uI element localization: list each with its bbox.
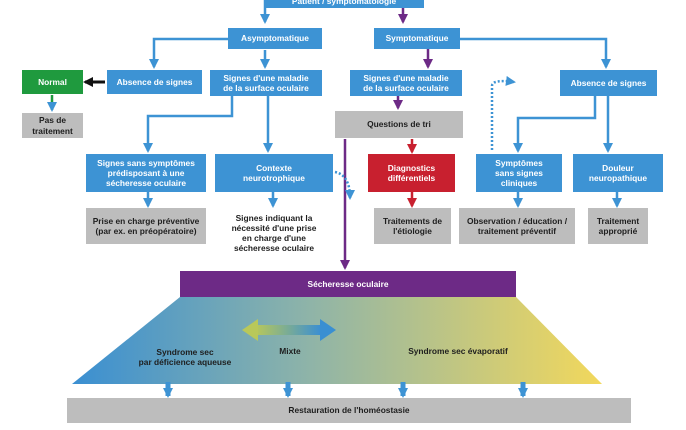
node-prise-en-charge-preventive: Prise en charge préventive (par ex. en p… bbox=[86, 208, 206, 244]
node-contexte-neurotrophique: Contexte neurotrophique bbox=[215, 154, 333, 192]
node-absence-signes-droite: Absence de signes bbox=[560, 70, 657, 96]
arrow-asym-absence bbox=[149, 37, 228, 69]
node-secheresse-oculaire: Sécheresse oculaire bbox=[180, 271, 516, 297]
node-asymptomatique: Asymptomatique bbox=[228, 28, 322, 49]
node-signes-necessite-prise-en-charge: Signes indiquant la nécessité d'une pris… bbox=[231, 212, 317, 254]
dry-eye-spectrum-band bbox=[72, 297, 602, 384]
node-pas-de-traitement: Pas de traitement bbox=[22, 113, 83, 138]
node-signes-sans-symptomes: Signes sans symptômes prédisposant à une… bbox=[86, 154, 206, 192]
node-symptomatique: Symptomatique bbox=[374, 28, 460, 49]
label-syndrome-deficience-aqueuse: Syndrome sec par déficience aqueuse bbox=[138, 346, 232, 367]
arrow-sym-absence bbox=[460, 37, 611, 69]
node-diagnostics-differentiels: Diagnostics différentiels bbox=[368, 154, 455, 192]
node-traitements-etiologie: Traitements de l'étiologie bbox=[374, 208, 451, 244]
node-questions-de-tri: Questions de tri bbox=[335, 111, 463, 138]
node-signes-maladie-gauche: Signes d'une maladie de la surface ocula… bbox=[210, 70, 322, 96]
label-mixte: Mixte bbox=[279, 345, 301, 356]
mixte-double-arrow bbox=[242, 319, 336, 341]
dotted-arrow-contexte-secheresse bbox=[334, 170, 355, 200]
node-absence-signes-gauche: Absence de signes bbox=[107, 70, 202, 94]
label-syndrome-evaporatif: Syndrome sec évaporatif bbox=[408, 345, 508, 356]
node-restauration-homeostasie: Restauration de l'homéostasie bbox=[67, 398, 631, 423]
arrow-signes-sans-symptomes bbox=[143, 96, 234, 153]
node-patient-symptomatologie: Patient / symptomatologie bbox=[264, 0, 424, 8]
node-observation-education: Observation / éducation / traitement pré… bbox=[459, 208, 575, 244]
node-symptomes-sans-signes: Symptômes sans signes cliniques bbox=[476, 154, 562, 192]
node-traitement-approprie: Traitement approprié bbox=[588, 208, 648, 244]
node-douleur-neuropathique: Douleur neuropathique bbox=[573, 154, 663, 192]
node-signes-maladie-droite: Signes d'une maladie de la surface ocula… bbox=[350, 70, 462, 96]
node-normal: Normal bbox=[22, 70, 83, 94]
arrow-absence-symptomes bbox=[513, 96, 597, 153]
dotted-arrow-symptomes-absence bbox=[490, 75, 516, 150]
